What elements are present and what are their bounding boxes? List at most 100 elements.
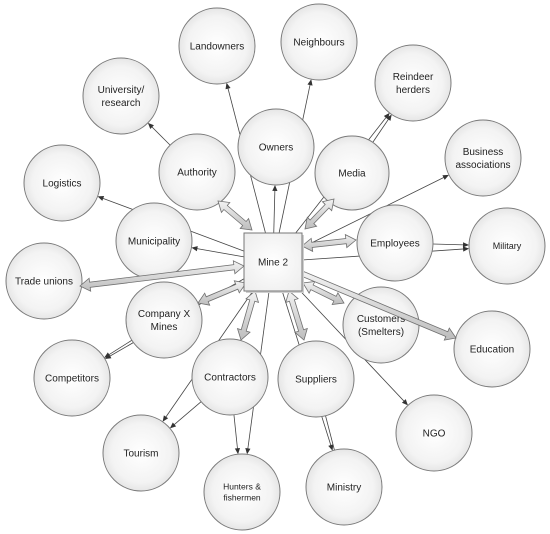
- flow-arrow-employees: [301, 233, 357, 253]
- node-owners: Owners: [237, 108, 315, 186]
- connector-contractors-tourism: [173, 401, 202, 426]
- node-label: Suppliers: [295, 375, 337, 386]
- node-label: Education: [470, 345, 514, 356]
- node-circle: [395, 394, 473, 472]
- node-label: Employees: [370, 239, 419, 250]
- arrowhead-neighbours: [307, 79, 313, 86]
- node-media: Media: [314, 135, 390, 211]
- node-circle: [237, 108, 315, 186]
- node-circle: [158, 133, 236, 211]
- connector-mine-owners: [273, 189, 276, 234]
- node-circle: [444, 119, 522, 197]
- node-label: Contractors: [204, 373, 256, 384]
- node-circle: [374, 44, 452, 122]
- node-label: Municipality: [128, 237, 180, 248]
- node-company-x: Company X Mines: [125, 281, 203, 359]
- node-circle: [314, 135, 390, 211]
- node-circle: [468, 207, 546, 285]
- center-box: [243, 232, 303, 292]
- node-label: University/: [98, 85, 145, 96]
- node-hunters: Hunters &fishermen: [203, 453, 281, 531]
- node-label: Owners: [259, 143, 293, 154]
- node-label: Tourism: [123, 449, 158, 460]
- node-suppliers: Suppliers: [277, 340, 355, 418]
- node-label: research: [102, 98, 141, 109]
- node-circle: [23, 144, 101, 222]
- arrowhead-business: [442, 174, 449, 180]
- connector-mine-municipality: [196, 248, 245, 258]
- node-military: Military: [468, 207, 546, 285]
- flow-arrow-education: [301, 271, 457, 341]
- node-label: NGO: [423, 429, 446, 440]
- node-circle: [453, 310, 531, 388]
- arrowhead-university: [147, 122, 154, 129]
- arrowhead-competitors: [104, 352, 111, 358]
- node-circle: [305, 448, 383, 526]
- flow-arrow-layer: [79, 198, 457, 341]
- node-circle: [178, 7, 256, 85]
- connector-company_x-competitors: [108, 339, 133, 356]
- node-neighbours: Neighbours: [280, 3, 358, 81]
- node-label: Authority: [177, 168, 216, 179]
- flow-arrow-company-x: [197, 280, 247, 306]
- center-label: Mine 2: [258, 258, 288, 269]
- node-authority: Authority: [158, 133, 236, 211]
- connector-contractors-hunters: [233, 414, 238, 450]
- node-label: Customers: [357, 314, 405, 325]
- node-ministry: Ministry: [305, 448, 383, 526]
- arrowhead-ngo: [401, 399, 408, 406]
- connector-suppliers-ministry: [325, 415, 335, 451]
- connector-authority-university: [151, 126, 171, 146]
- connector-media-reindeer: [372, 118, 390, 143]
- node-label: Ministry: [327, 483, 361, 494]
- flow-arrow-contractors: [236, 290, 260, 341]
- node-label: associations: [455, 160, 510, 171]
- node-circle: [356, 204, 434, 282]
- arrowhead-logistics: [97, 195, 105, 201]
- node-trade-unions: Trade unions: [5, 242, 83, 320]
- node-label: Mines: [151, 322, 178, 333]
- node-label: Military: [493, 241, 522, 251]
- arrowhead-hunters: [245, 448, 251, 455]
- node-label: Business: [463, 147, 504, 158]
- node-label: (Smelters): [358, 327, 404, 338]
- node-circle: [191, 338, 269, 416]
- node-label: Landowners: [190, 42, 244, 53]
- node-university: University/research: [82, 57, 160, 135]
- node-competitors: Competitors: [33, 339, 111, 417]
- arrowhead-municipality: [191, 246, 198, 252]
- flow-arrow-authority: [217, 200, 253, 231]
- node-education: Education: [453, 310, 531, 388]
- node-logistics: Logistics: [23, 144, 101, 222]
- node-contractors: Contractors: [191, 338, 269, 416]
- node-label: Hunters &: [223, 481, 261, 491]
- node-tourism: Tourism: [102, 414, 180, 492]
- arrowhead-military: [462, 242, 470, 248]
- node-municipality: Municipality: [115, 202, 193, 280]
- node-label: Company X: [138, 309, 191, 320]
- node-circle: [102, 414, 180, 492]
- node-circle: [82, 57, 160, 135]
- node-label: Competitors: [45, 374, 99, 385]
- arrowhead-landowners: [225, 82, 231, 90]
- flow-arrow-customers: [302, 281, 345, 305]
- node-customers: Customers (Smelters): [342, 286, 420, 364]
- node-landowners: Landowners: [178, 7, 256, 85]
- node-label: Reindeer: [393, 72, 434, 83]
- node-circle: [277, 340, 355, 418]
- arrowhead-reindeer: [386, 114, 392, 121]
- center-layer: Mine 2: [243, 232, 304, 293]
- connector-employees-military: [432, 243, 465, 246]
- flow-arrow-media: [304, 198, 335, 230]
- node-circle: [33, 339, 111, 417]
- arrowhead-tourism: [169, 422, 177, 429]
- arrowhead-ministry: [328, 444, 334, 451]
- node-circle: [203, 453, 281, 531]
- arrowhead-owners: [272, 184, 278, 192]
- node-ngo: NGO: [395, 394, 473, 472]
- arrowhead-hunters: [234, 447, 241, 455]
- node-label: Media: [338, 169, 366, 180]
